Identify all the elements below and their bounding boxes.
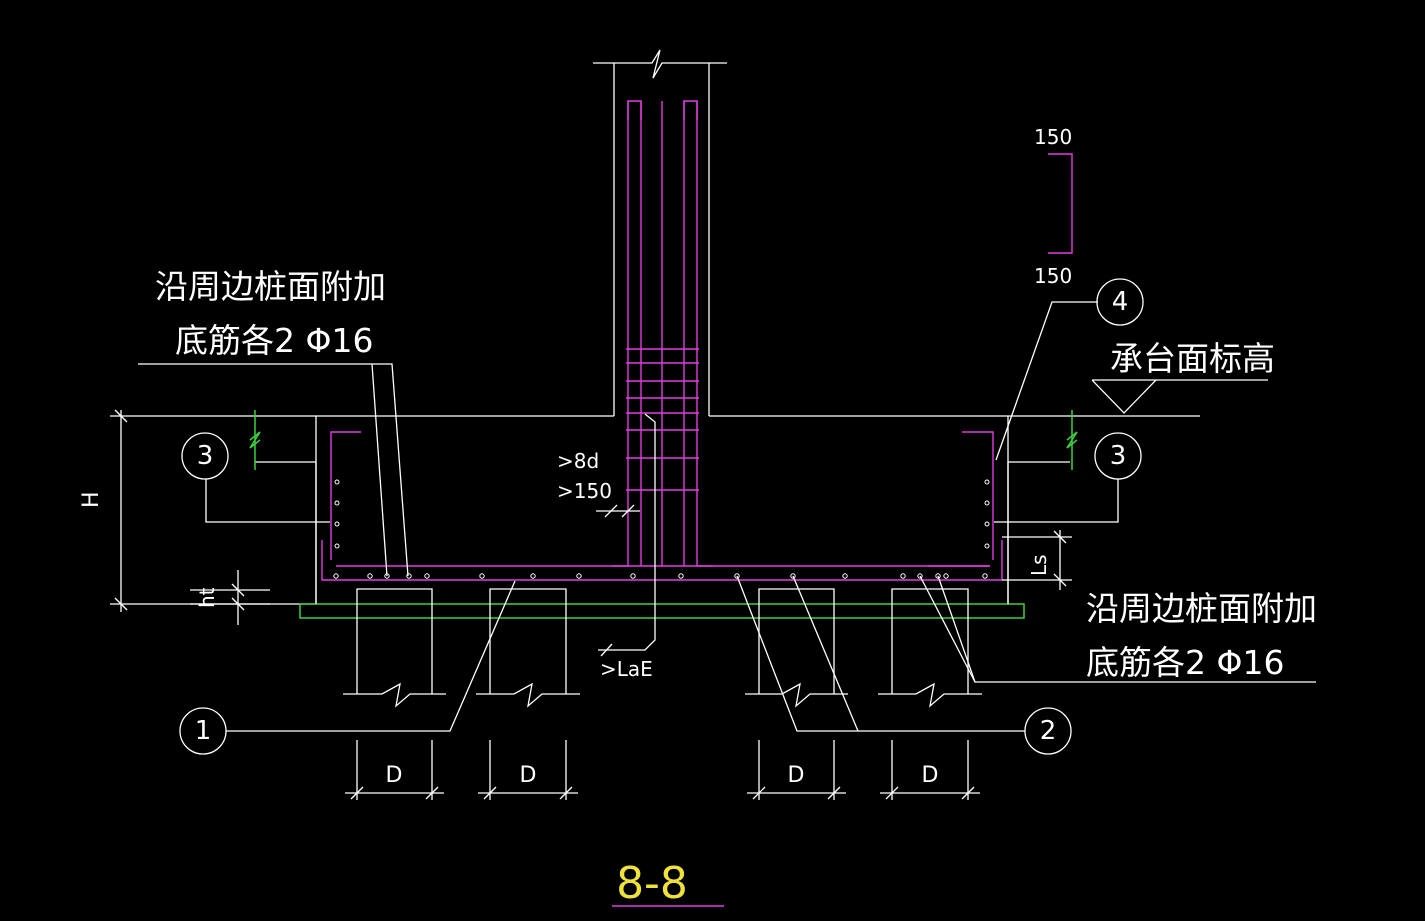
dim-ge150-label: >150 xyxy=(557,479,612,503)
pile-4 xyxy=(878,588,982,708)
pile-2 xyxy=(476,588,580,708)
dim-lae-label: >LaE xyxy=(600,657,653,681)
dim-ht-label: ht xyxy=(195,587,219,608)
dim-ls-label: Ls xyxy=(1027,554,1051,576)
dim-ge8d-label: >8d xyxy=(557,449,599,473)
pile-1 xyxy=(343,588,446,708)
bar-dots xyxy=(333,479,990,579)
dimensions xyxy=(114,409,1072,800)
callout-1-label: 1 xyxy=(195,716,212,746)
callout-2: 2 xyxy=(1024,707,1072,755)
callout-3-left: 3 xyxy=(181,432,229,480)
elevation-marker xyxy=(1091,379,1268,414)
pile-3 xyxy=(745,588,848,708)
elevation-label: 承台面标高 xyxy=(1110,339,1275,378)
note-left-line2: 底筋各2 Φ16 xyxy=(175,321,373,360)
section-title: 8-8 xyxy=(616,858,688,909)
dim-pile-d-3: D xyxy=(788,763,805,788)
dim-pile-d-1: D xyxy=(386,763,403,788)
cushion-layer xyxy=(299,603,1025,619)
callout-4: 4 xyxy=(1096,278,1144,326)
note-right-line1: 沿周边桩面附加 xyxy=(1086,589,1317,628)
note-right-line2: 底筋各2 Φ16 xyxy=(1086,643,1284,682)
note-left-line1: 沿周边桩面附加 xyxy=(155,267,386,306)
piles xyxy=(343,588,982,708)
dim-pile-d-4: D xyxy=(922,763,939,788)
leader-lines xyxy=(138,301,1316,732)
callout-2-label: 2 xyxy=(1040,716,1057,746)
dim-pile-d-2: D xyxy=(520,763,537,788)
callout-3-right: 3 xyxy=(1094,432,1142,480)
callout-1: 1 xyxy=(179,707,227,755)
dim-150-bottom-label: 150 xyxy=(1034,264,1072,288)
dim-height-label: H xyxy=(79,491,104,508)
callout-3-left-label: 3 xyxy=(197,441,214,471)
rebar xyxy=(321,100,1073,581)
dim-150-top-label: 150 xyxy=(1034,125,1072,149)
callout-4-label: 4 xyxy=(1112,287,1129,317)
callout-3-right-label: 3 xyxy=(1110,441,1127,471)
